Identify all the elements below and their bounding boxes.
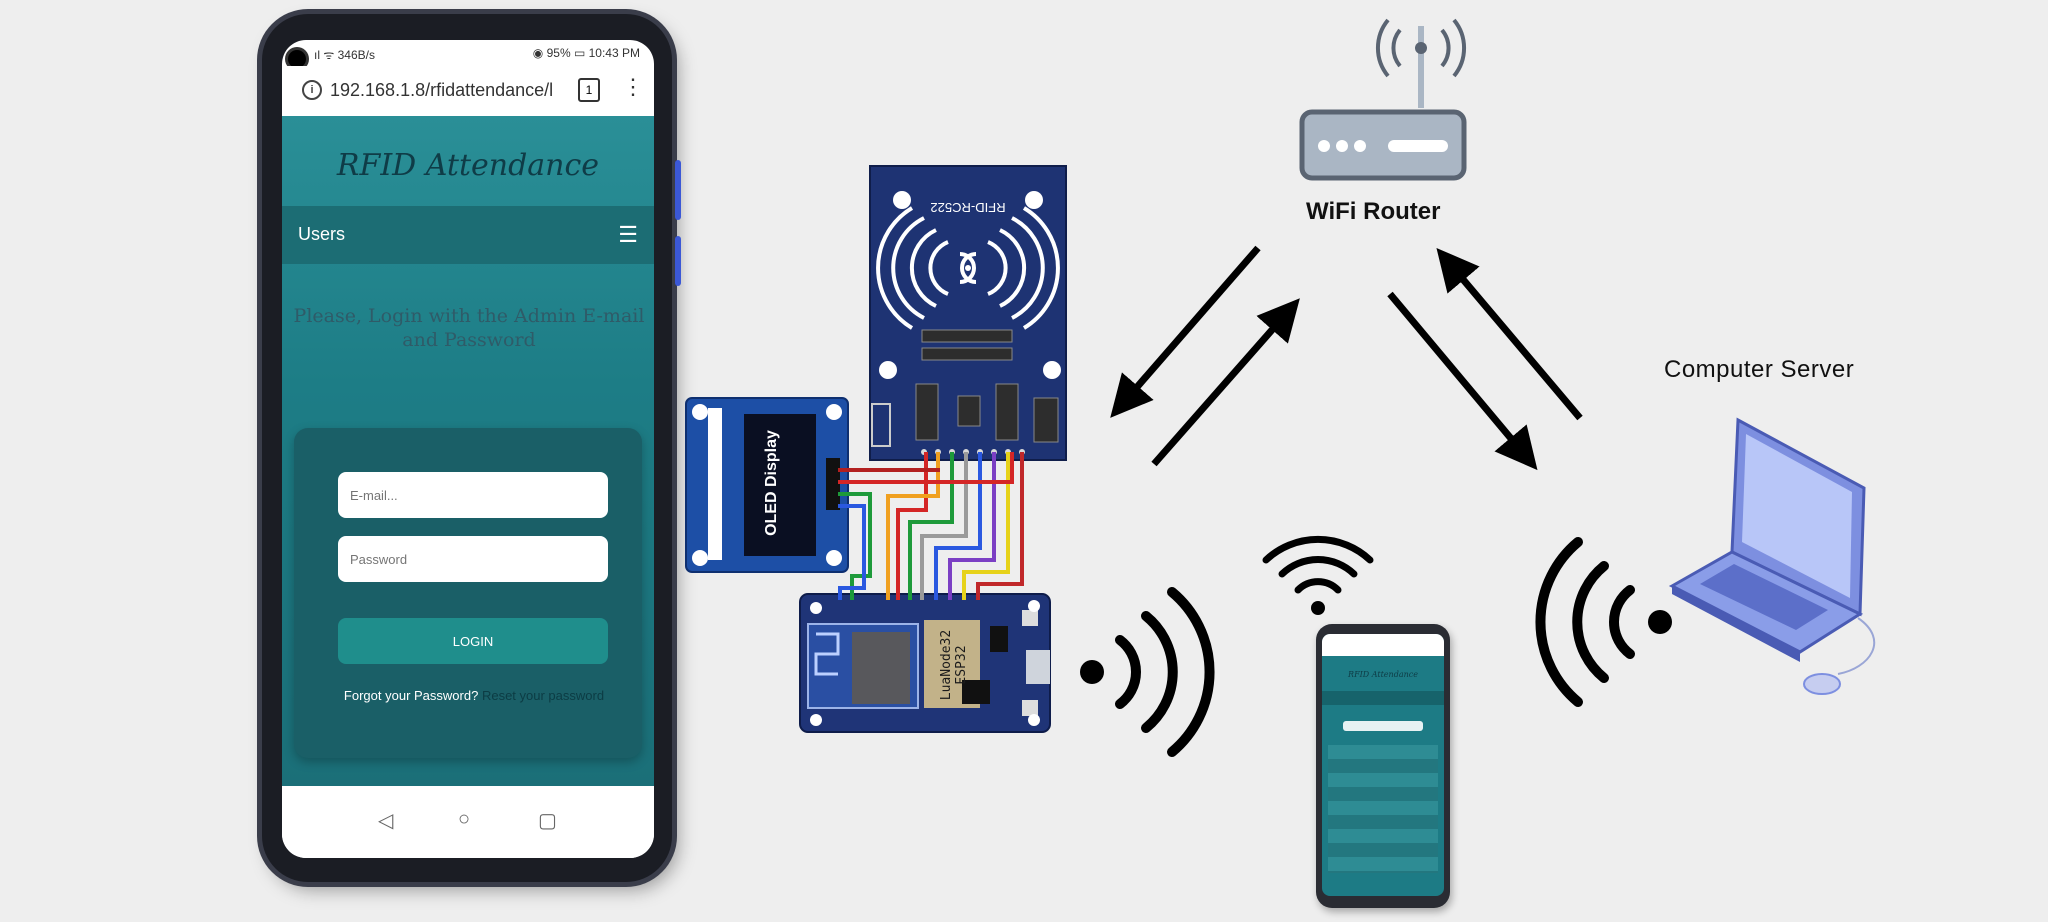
small-app-title: RFID Attendance: [1348, 670, 1418, 679]
nav-users-link[interactable]: Users: [298, 224, 346, 244]
antenna-coil-icon: [876, 206, 1060, 330]
login-prompt: Please, Login with the Admin E-mail and …: [293, 305, 645, 351]
small-navbar: [1322, 691, 1444, 705]
android-nav-bar: ◁ ○ ▢: [282, 786, 654, 858]
small-smartphone: RFID Attendance: [1316, 624, 1450, 908]
small-table: [1328, 745, 1438, 873]
wifi-signal-icon: [1262, 535, 1374, 615]
smartphone: ıl ᯤ 346B/s ◉ 95% ▭ 10:43 PM i 192.168.1…: [262, 14, 681, 882]
small-phone-screen: RFID Attendance: [1322, 634, 1444, 896]
info-icon[interactable]: i: [302, 80, 322, 100]
esp32-label: LuaNode32 ESP32: [939, 629, 969, 701]
volume-button: [675, 160, 681, 220]
status-left: ıl ᯤ 346B/s: [314, 48, 375, 62]
app-content: RFID Attendance Users ☰ Please, Login wi…: [282, 116, 654, 786]
reset-password-link[interactable]: Reset your password: [481, 688, 605, 703]
forgot-password-text: Forgot your Password? Reset your passwor…: [334, 684, 614, 708]
status-right: ◉ 95% ▭ 10:43 PM: [532, 46, 640, 60]
computer-wireless-icon: [1535, 537, 1672, 707]
camera-icon: [288, 50, 306, 68]
rfid-label: RFID-RC522: [930, 200, 1006, 215]
recents-icon[interactable]: ▢: [538, 810, 557, 832]
wireless-signal-icon: [1080, 587, 1215, 757]
phone-screen: ıl ᯤ 346B/s ◉ 95% ▭ 10:43 PM i 192.168.1…: [282, 40, 654, 858]
tab-count[interactable]: 1: [578, 78, 600, 102]
oled-display-module: [685, 397, 849, 573]
navbar: Users ☰: [282, 206, 654, 264]
laptop-icon: [1668, 417, 1876, 695]
data-flow-arrows: [1110, 245, 1583, 471]
computer-server-label: Computer Server: [1664, 356, 1855, 383]
home-icon[interactable]: ○: [458, 808, 471, 830]
app-title: RFID Attendance: [336, 148, 600, 183]
login-card: LOGIN Forgot your Password? Reset your p…: [294, 428, 642, 758]
oled-label: OLED Display: [763, 430, 780, 536]
wifi-router-icon: [1299, 18, 1467, 181]
rfid-reader-module: [869, 165, 1067, 461]
login-button[interactable]: LOGIN: [338, 618, 608, 664]
jumper-wires: [838, 452, 1024, 600]
hamburger-menu-icon[interactable]: ☰: [618, 222, 638, 247]
browser-url-bar[interactable]: i 192.168.1.8/rfidattendance/l 1 ⋮: [282, 66, 654, 117]
power-button: [675, 236, 681, 286]
status-bar: ıl ᯤ 346B/s ◉ 95% ▭ 10:43 PM: [282, 40, 654, 68]
password-field[interactable]: [338, 536, 608, 582]
small-button: [1343, 721, 1423, 731]
router-label: WiFi Router: [1306, 198, 1441, 225]
url-text[interactable]: 192.168.1.8/rfidattendance/l: [330, 80, 554, 100]
esp32-board: [799, 593, 1051, 733]
email-field[interactable]: [338, 472, 608, 518]
back-icon[interactable]: ◁: [378, 810, 394, 832]
more-vert-icon[interactable]: ⋮: [622, 74, 644, 99]
small-url-bar: [1322, 634, 1444, 656]
forgot-password-label: Forgot your Password?: [343, 688, 479, 703]
